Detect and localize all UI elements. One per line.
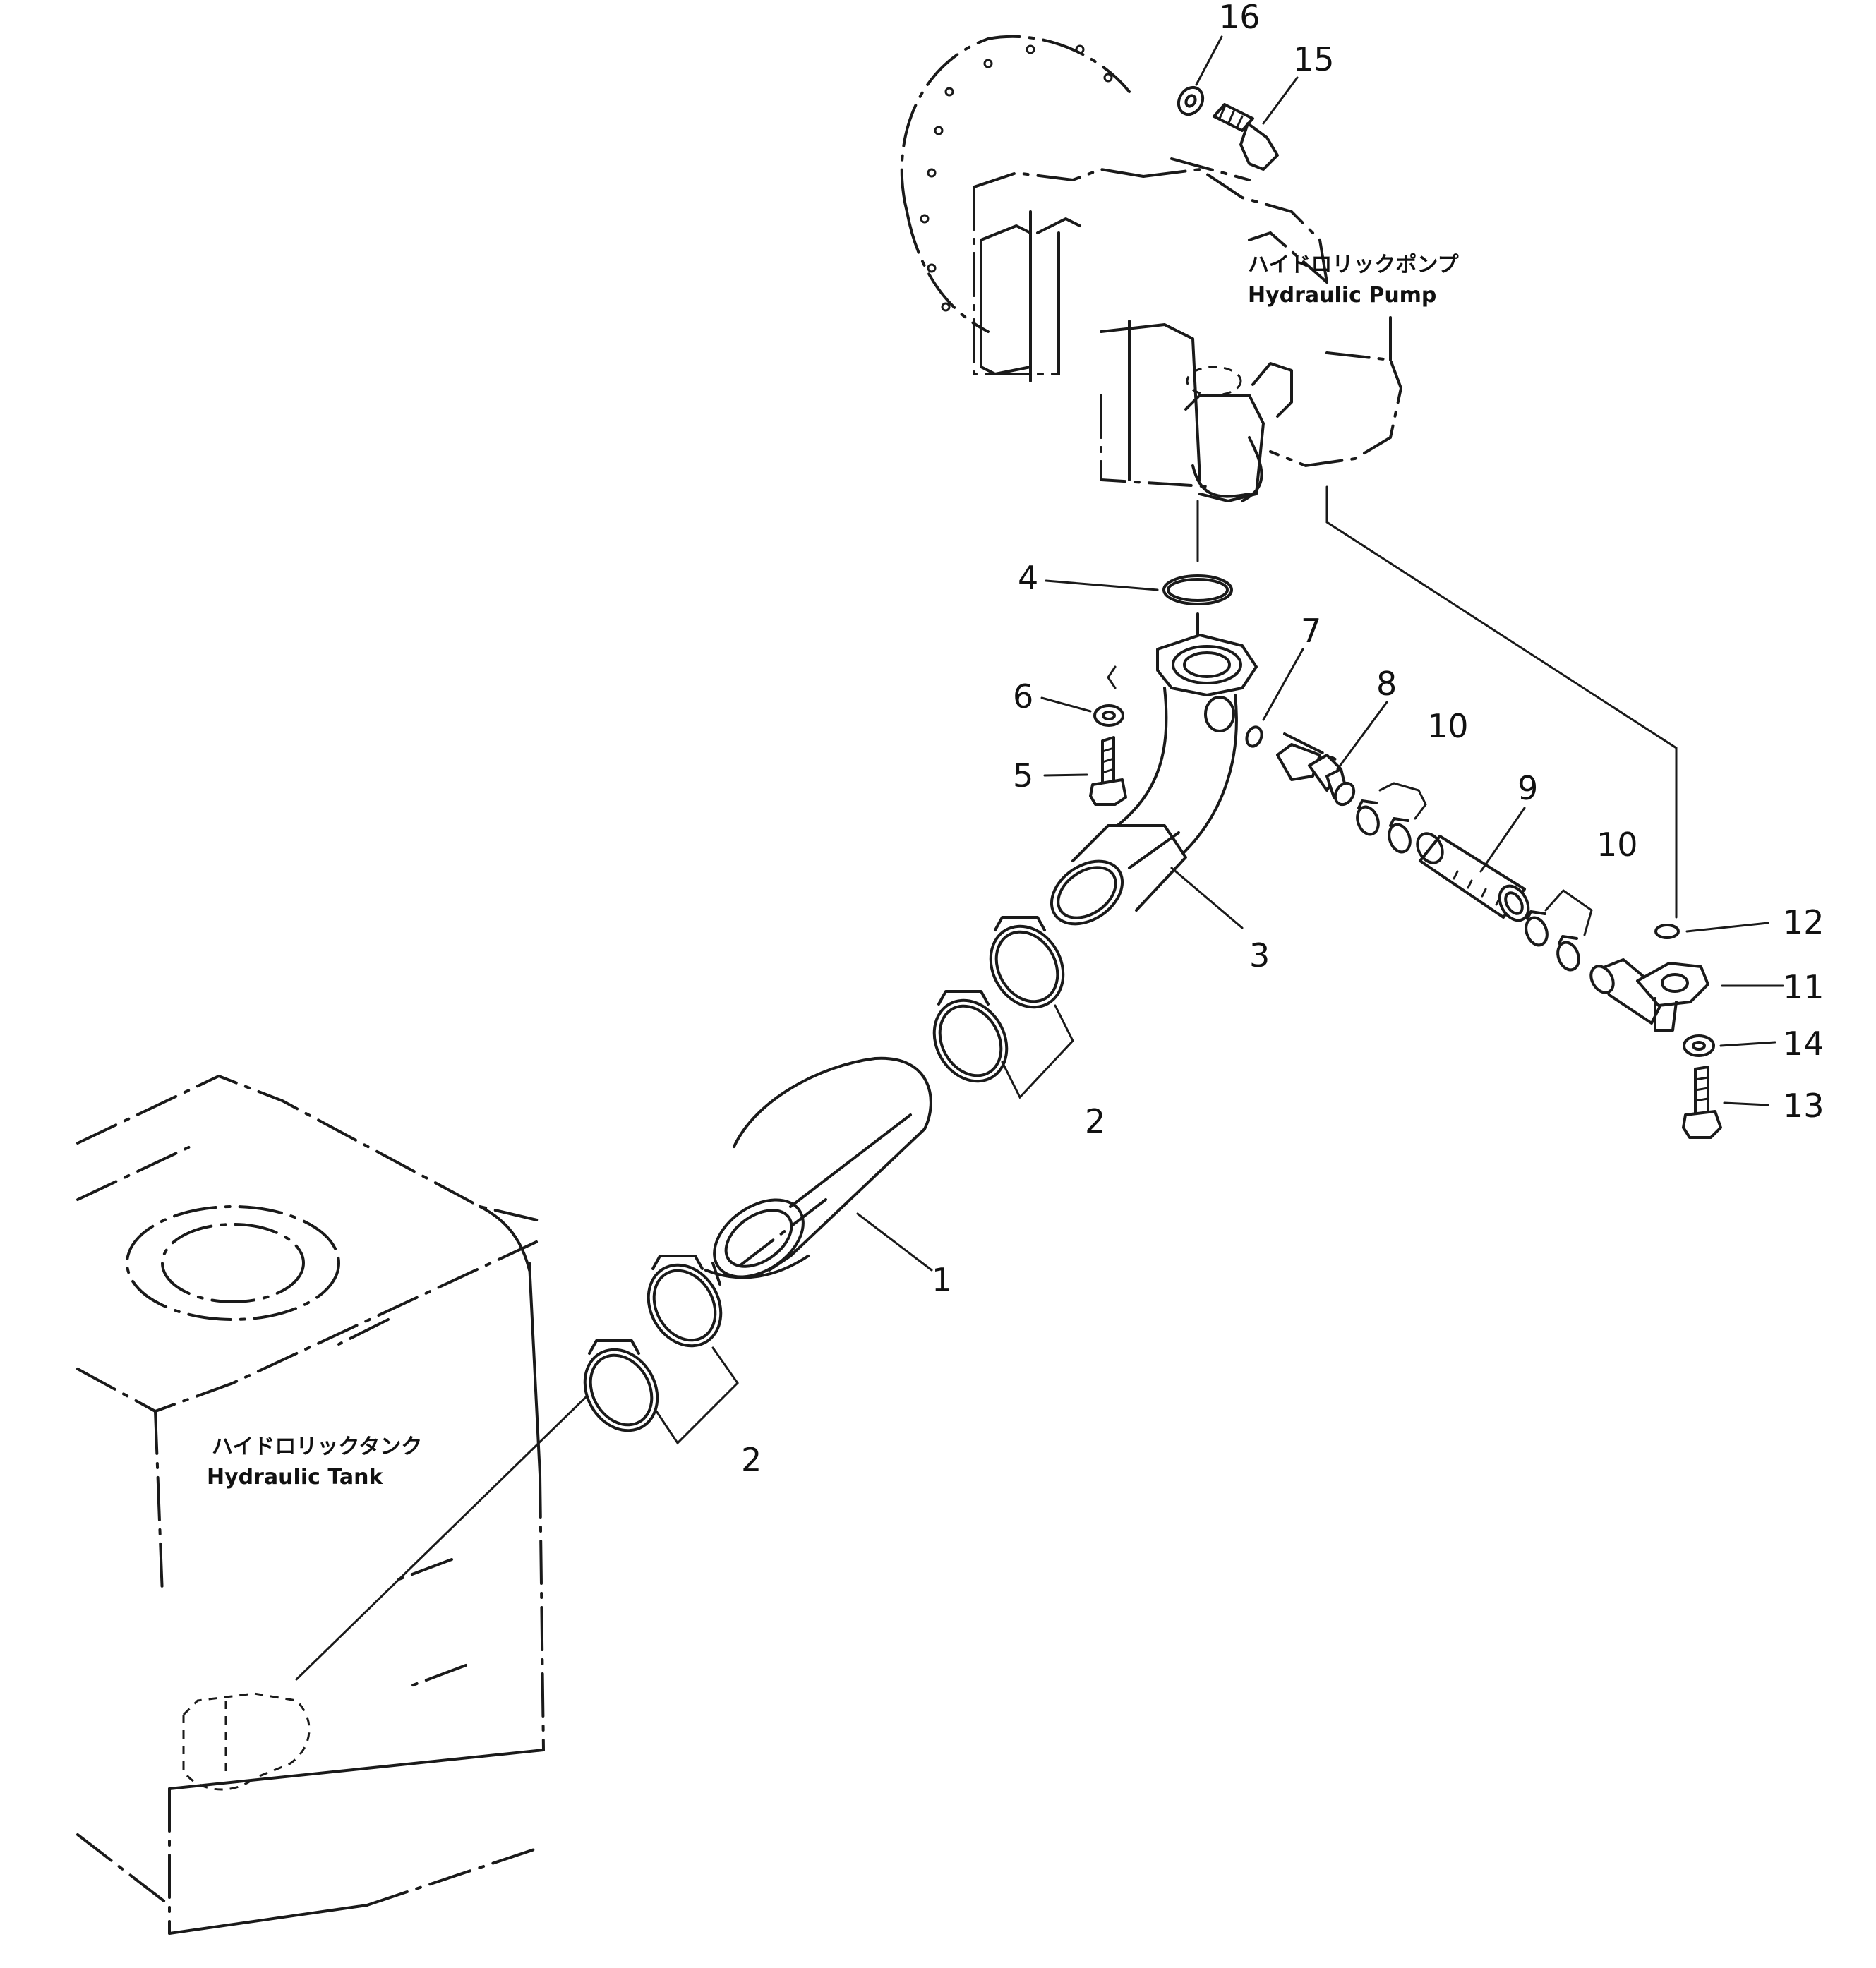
callout-6: 6 bbox=[1013, 677, 1033, 716]
callout-10-upper: 10 bbox=[1427, 707, 1469, 745]
part-5-bolt bbox=[1043, 736, 1127, 806]
callout-7: 7 bbox=[1301, 612, 1321, 650]
pump-label-jp: ハイドロリックポンプ bbox=[1248, 253, 1459, 277]
pump-label-en: Hydraulic Pump bbox=[1248, 283, 1436, 308]
part-10-clamps-lower bbox=[1525, 889, 1593, 972]
callout-11: 11 bbox=[1783, 968, 1824, 1006]
tank-label-en: Hydraulic Tank bbox=[207, 1465, 384, 1490]
part-11-elbow-flange bbox=[1589, 958, 1784, 1032]
callout-10-lower: 10 bbox=[1597, 826, 1638, 864]
part-9-small-hose bbox=[1416, 807, 1530, 922]
center-lines bbox=[733, 485, 1678, 1272]
part-8-fitting bbox=[1276, 701, 1388, 807]
callout-5: 5 bbox=[1013, 756, 1033, 795]
part-12-o-ring bbox=[1654, 922, 1769, 939]
pump-flange-bolts bbox=[920, 44, 1113, 312]
callout-13: 13 bbox=[1783, 1087, 1824, 1125]
callout-3: 3 bbox=[1249, 936, 1270, 974]
part-6-washer bbox=[1040, 696, 1124, 727]
part-13-bolt bbox=[1682, 1066, 1769, 1139]
part-4-o-ring bbox=[1045, 500, 1233, 605]
callout-14: 14 bbox=[1783, 1025, 1824, 1063]
callout-9: 9 bbox=[1517, 769, 1538, 807]
part-7-o-ring bbox=[1245, 648, 1304, 748]
part-15-bolt bbox=[1213, 76, 1299, 171]
hydraulic-pump-assembly bbox=[900, 35, 1403, 502]
callout-15: 15 bbox=[1293, 40, 1335, 78]
part-16-washer bbox=[1177, 35, 1223, 116]
part-2-clamps-lower bbox=[583, 1255, 739, 1445]
callout-2-upper: 2 bbox=[1085, 1102, 1105, 1140]
callout-1: 1 bbox=[932, 1261, 952, 1299]
part-10-clamps-upper bbox=[1356, 782, 1427, 854]
callout-2-lower: 2 bbox=[741, 1441, 762, 1479]
callout-8: 8 bbox=[1376, 665, 1397, 703]
part-2-clamps-upper bbox=[932, 916, 1074, 1099]
tank-label-jp: ハイドロリックタンク bbox=[212, 1435, 422, 1459]
part-14-washer bbox=[1683, 1034, 1776, 1057]
callout-16: 16 bbox=[1219, 0, 1261, 36]
callout-4: 4 bbox=[1018, 559, 1038, 597]
callout-12: 12 bbox=[1783, 903, 1824, 941]
hydraulic-tank bbox=[76, 1074, 587, 1935]
part-1-hose bbox=[704, 1056, 933, 1286]
part-3-elbow-pipe bbox=[1050, 634, 1258, 929]
